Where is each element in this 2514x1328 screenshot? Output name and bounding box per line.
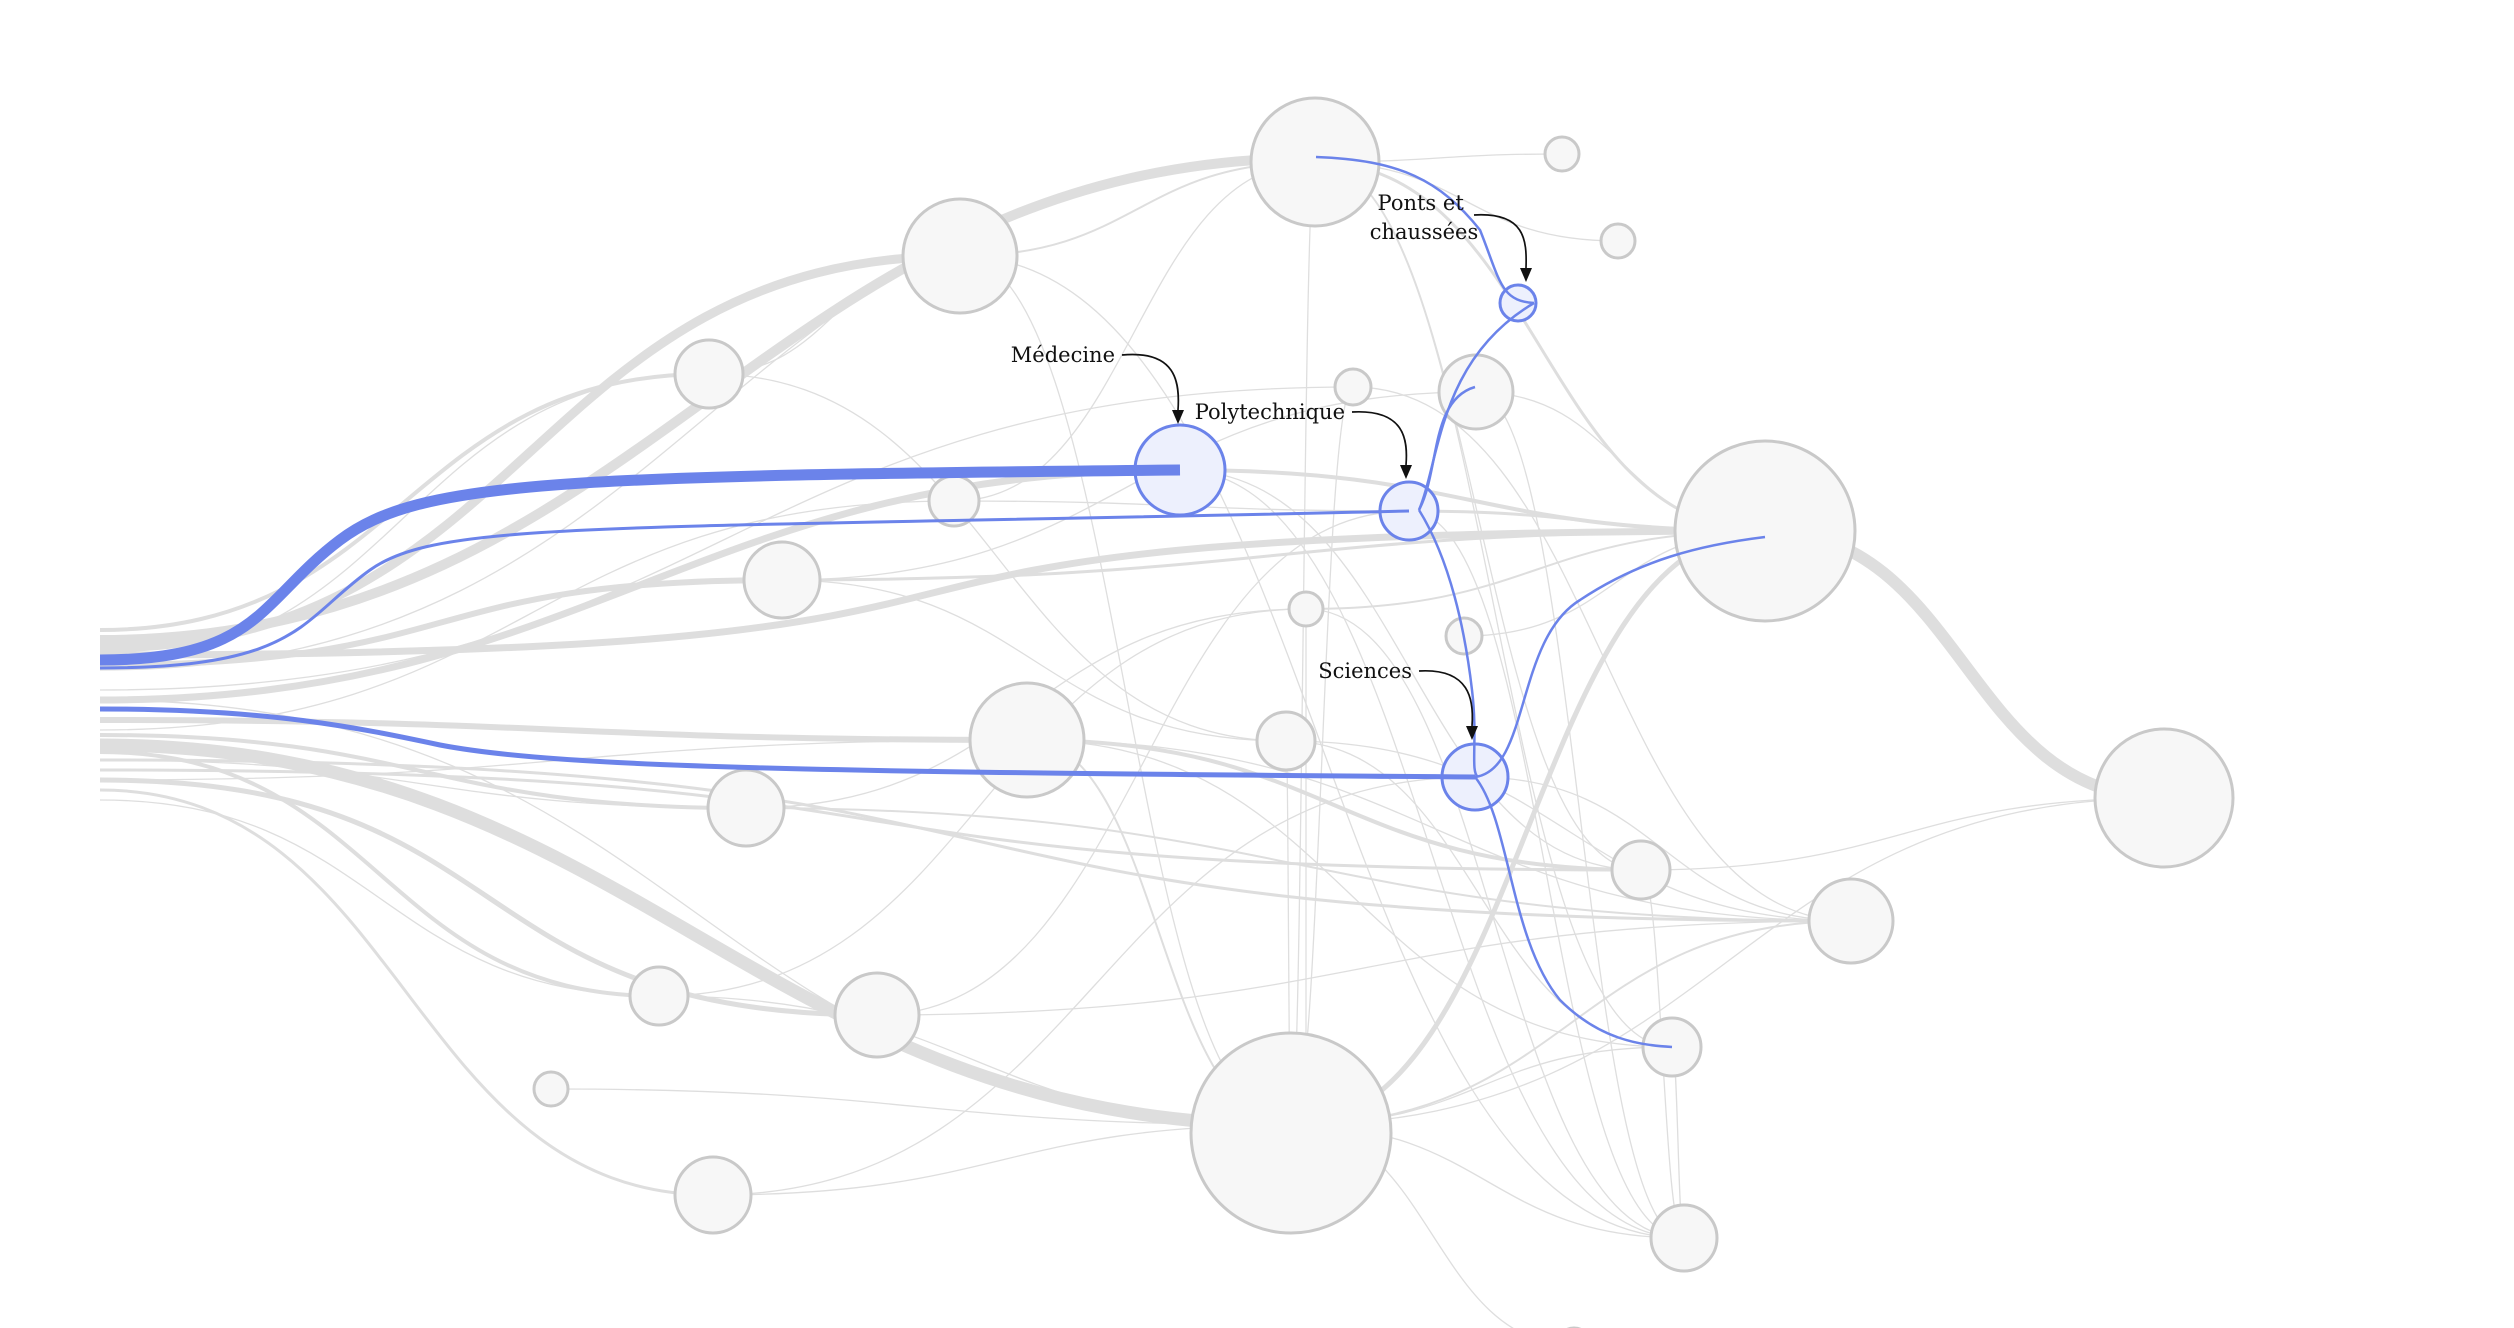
node-circle <box>1333 367 1373 407</box>
nodes <box>532 96 2235 1328</box>
node-circle <box>706 768 786 848</box>
flow-path-thin <box>550 1088 1292 1126</box>
flow-path-highlighted <box>99 509 1410 670</box>
flow-path-thin <box>712 1124 1292 1196</box>
flow-path-highlighted <box>1417 509 1479 779</box>
label-medecine: Médecine <box>1011 343 1115 367</box>
flow-path-thin <box>1305 608 1685 1239</box>
node-circle <box>1287 590 1325 628</box>
flow-path-highlighted <box>1417 385 1476 511</box>
flow-path-thin <box>1408 510 1685 1239</box>
node-circle <box>1599 222 1637 260</box>
flow-path <box>99 251 961 653</box>
flow-path-thin <box>1026 739 1852 922</box>
flow-path-thin <box>781 579 1287 742</box>
arrow-polytechnique <box>1351 411 1408 466</box>
flow-path-thin <box>99 386 1354 691</box>
node-circle <box>1189 1031 1393 1235</box>
node-circle <box>1649 1203 1719 1273</box>
flow-path-thin <box>658 608 1307 997</box>
flow-path-highlighted <box>1315 155 1535 305</box>
flow-path-thin <box>781 391 1477 581</box>
annotations: Ponts et chaussées Médecine Polytechniqu… <box>1011 191 1532 740</box>
flow-path <box>99 738 1292 1132</box>
flow-path-thin <box>1179 469 1642 871</box>
flow-paths-highlighted <box>99 155 1766 1049</box>
flow-path <box>99 372 710 632</box>
flow-path-highlighted <box>1474 776 1673 1049</box>
flow-path-thin <box>1285 740 1852 922</box>
flow-path <box>1290 920 1852 1126</box>
node-circle <box>1437 353 1515 431</box>
flow-path-thin <box>1314 161 1642 871</box>
node-circle <box>968 681 1086 799</box>
node-circle <box>1610 839 1672 901</box>
flow-path <box>99 466 1181 704</box>
flow-path-thin <box>1640 797 2165 871</box>
arrowhead-medecine <box>1172 410 1184 424</box>
node-circle <box>673 338 745 410</box>
node-circle <box>1543 135 1581 173</box>
flow-path-thin <box>99 799 660 997</box>
node-circle <box>2093 727 2235 869</box>
flow-path <box>99 768 1642 872</box>
flow-path <box>99 788 714 1197</box>
flow-path-thin <box>1290 797 2165 1126</box>
flow-path-thin <box>1475 391 1685 1239</box>
arrow-medecine <box>1121 353 1180 411</box>
flow-path <box>99 758 1852 923</box>
flow-path-highlighted <box>1474 535 1766 779</box>
node-circle <box>1807 877 1895 965</box>
node-circle <box>1673 439 1857 623</box>
node-circle <box>532 1070 570 1108</box>
label-ponts-et-chaussees: Ponts et chaussées <box>1370 191 1479 244</box>
arrowhead-polytechnique <box>1400 465 1412 479</box>
node-circle <box>927 474 981 528</box>
flow-path-thin <box>1026 739 1673 1048</box>
node-circle <box>628 965 690 1027</box>
node-circle <box>1255 710 1317 772</box>
flow-path <box>1026 738 1642 872</box>
flow-path <box>99 527 1766 659</box>
flow-path-thin <box>99 373 710 661</box>
arrowhead-sciences <box>1466 726 1478 740</box>
arrowhead-ponts-et-chaussees <box>1520 268 1532 282</box>
arrow-ponts-et-chaussees <box>1473 214 1528 269</box>
label-sciences: Sciences <box>1318 659 1412 683</box>
flow-path <box>99 733 747 810</box>
label-polytechnique: Polytechnique <box>1195 400 1345 424</box>
flow-path <box>99 777 878 1018</box>
flow-path-thin <box>876 920 1852 1016</box>
flow-path-highlighted <box>99 464 1181 666</box>
arrow-sciences <box>1418 670 1474 727</box>
node-circle <box>833 971 921 1059</box>
node-circle <box>673 1155 753 1235</box>
flow-path <box>99 717 1028 743</box>
flow-paths-gray <box>99 153 2165 1197</box>
node-circle <box>901 197 1019 315</box>
node-circle <box>742 540 822 620</box>
flow-path-thin <box>708 373 1287 742</box>
node-circle <box>1249 96 1381 228</box>
flow-path-thin <box>1179 469 1685 1239</box>
flow-path <box>781 529 1766 582</box>
flow-path-highlighted <box>99 706 1476 780</box>
flow-path <box>745 807 1852 922</box>
flow-path <box>99 750 660 998</box>
